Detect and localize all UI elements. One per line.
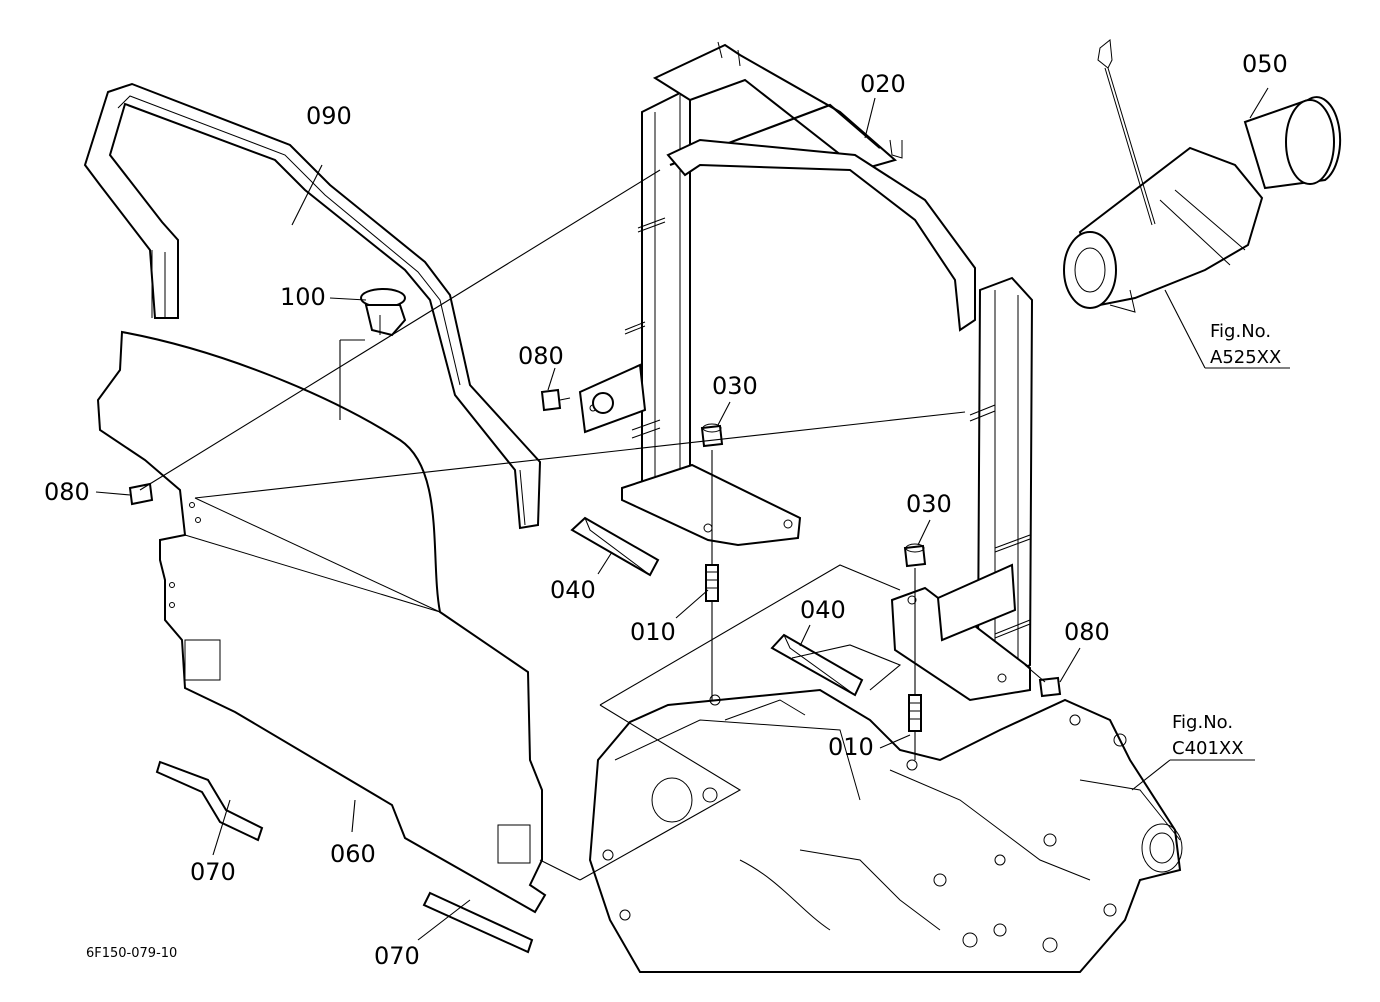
part-030-nut-right bbox=[903, 543, 927, 568]
part-labels: 090 020 050 100 080 030 080 030 040 040 … bbox=[44, 50, 1288, 970]
part-030-nut-left bbox=[700, 423, 724, 448]
fig-ref-2-code: C401XX bbox=[1172, 738, 1244, 759]
part-090-frame bbox=[83, 82, 542, 530]
part-070-strip-left bbox=[155, 760, 264, 842]
figure-references: Fig.No. A525XX Fig.No. C401XX bbox=[1172, 321, 1281, 759]
fig-ref-1-code: A525XX bbox=[1210, 347, 1281, 368]
part-080-bolt-frame bbox=[592, 392, 614, 414]
label-030-left: 030 bbox=[712, 372, 758, 400]
part-080-bolt-right bbox=[1038, 676, 1062, 698]
label-010-left: 010 bbox=[630, 618, 676, 646]
label-090: 090 bbox=[306, 102, 352, 130]
fig-ref-1-title: Fig.No. bbox=[1210, 321, 1271, 342]
label-080-right: 080 bbox=[1064, 618, 1110, 646]
part-060-cover bbox=[96, 330, 547, 914]
label-030-right: 030 bbox=[906, 490, 952, 518]
part-040-spacer-left bbox=[570, 516, 660, 577]
document-code: 6F150-079-10 bbox=[86, 946, 177, 961]
part-050-starter bbox=[1063, 39, 1342, 313]
label-070-bottom: 070 bbox=[374, 942, 420, 970]
label-070-left: 070 bbox=[190, 858, 236, 886]
label-020: 020 bbox=[860, 70, 906, 98]
part-040-spacer-right bbox=[770, 633, 864, 697]
label-080-left: 080 bbox=[44, 478, 90, 506]
part-080-bolt-left bbox=[128, 482, 154, 506]
assembly-lines bbox=[139, 169, 1046, 881]
housing bbox=[588, 688, 1183, 973]
leader-lines bbox=[95, 87, 1290, 941]
label-100: 100 bbox=[280, 283, 326, 311]
label-040-right: 040 bbox=[800, 596, 846, 624]
label-080-middle: 080 bbox=[518, 342, 564, 370]
label-060: 060 bbox=[330, 840, 376, 868]
fig-ref-2-title: Fig.No. bbox=[1172, 712, 1233, 733]
part-010-stud-left bbox=[705, 564, 719, 602]
part-100-clamp bbox=[360, 288, 407, 337]
part-020-main-frame bbox=[578, 41, 1034, 702]
label-040-left: 040 bbox=[550, 576, 596, 604]
label-050: 050 bbox=[1242, 50, 1288, 78]
part-070-strip-bottom bbox=[422, 891, 534, 954]
part-010-stud-right bbox=[908, 694, 922, 732]
label-010-right: 010 bbox=[828, 733, 874, 761]
part-080-bolt-middle bbox=[540, 388, 571, 412]
